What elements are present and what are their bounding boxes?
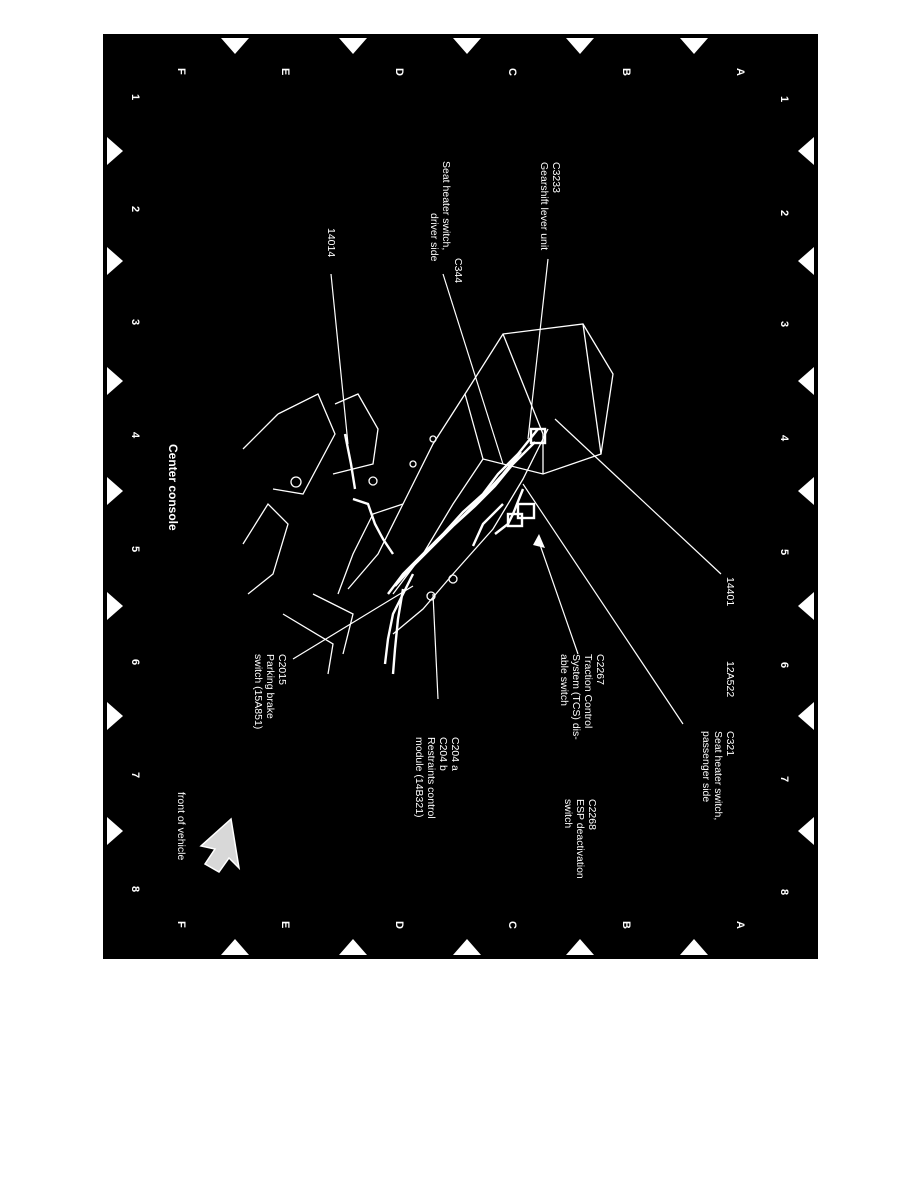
grid-number-top-5: 5 xyxy=(778,549,790,556)
grid-letter-bottom-a: A xyxy=(734,921,746,929)
callout-line: Seat heater switch, xyxy=(712,731,724,821)
grid-number-left-7: 7 xyxy=(129,772,141,779)
grid-letter-bottom-e: E xyxy=(279,921,291,929)
callout-line: switch (15A851) xyxy=(252,654,264,730)
grid-letter-bottom-f: F xyxy=(175,921,187,928)
callout-line: passenger side xyxy=(700,731,712,803)
grid-letter-top-f: F xyxy=(175,68,187,75)
callout-line: C321 xyxy=(724,731,736,757)
callout-line: System (TCS) dis- xyxy=(570,654,582,740)
grid-letter-top-e: E xyxy=(279,68,291,76)
grid-number-top-2: 2 xyxy=(778,210,790,217)
callout-line: switch xyxy=(562,799,574,829)
leader-lines xyxy=(292,258,722,725)
callout-line: C2267 xyxy=(594,654,606,685)
grid-number-top-1: 1 xyxy=(778,96,790,103)
callout-line: able switch xyxy=(558,654,570,706)
callout-14014: 14014 xyxy=(325,228,337,257)
callout-line: 14014 xyxy=(325,228,337,258)
grid-number-left-8: 8 xyxy=(129,886,141,893)
grid-letter-bottom-c: C xyxy=(506,921,518,929)
grid-letter-bottom-d: D xyxy=(393,921,405,929)
front-of-vehicle-label: front of vehicle xyxy=(175,792,187,861)
callout-line: C344 xyxy=(452,258,464,284)
callout-line: module (14B321) xyxy=(413,737,425,818)
front-arrow-icon xyxy=(199,817,241,873)
grid-number-left-1: 1 xyxy=(129,94,141,101)
grid-number-left-5: 5 xyxy=(129,546,141,553)
callout-c321: C321 Seat heater switch, passenger side xyxy=(700,731,736,820)
callout-line: C2015 xyxy=(276,654,288,685)
grid-number-top-3: 3 xyxy=(778,321,790,328)
callout-c2015: C2015 Parking brake switch (15A851) xyxy=(252,654,288,729)
callout-12a522: 12A522 xyxy=(724,661,736,697)
callout-line: C3233 xyxy=(550,162,562,193)
grid-number-left-6: 6 xyxy=(129,659,141,666)
border-markers xyxy=(107,38,814,955)
callout-line: C204 a xyxy=(449,737,461,771)
console-drawing xyxy=(107,38,814,955)
grid-number-left-4: 4 xyxy=(129,432,141,439)
grid-letter-top-c: C xyxy=(506,68,518,76)
callout-line: ESP deactivation xyxy=(574,799,586,879)
grid-number-top-8: 8 xyxy=(778,889,790,896)
callout-line: Restraints control xyxy=(425,737,437,819)
callout-c344: C344 Seat heater switch, driver side xyxy=(428,161,464,283)
callout-line: 12A522 xyxy=(724,661,736,698)
grid-number-top-4: 4 xyxy=(778,435,790,442)
callout-c2267: C2267 Traction Control System (TCS) dis-… xyxy=(558,654,606,740)
callout-line: driver side xyxy=(428,213,440,262)
grid-number-top-6: 6 xyxy=(778,662,790,669)
grid-letter-top-b: B xyxy=(620,68,632,76)
wiring-harness xyxy=(343,427,547,675)
grid-number-left-2: 2 xyxy=(129,206,141,213)
grid-number-left-3: 3 xyxy=(129,319,141,326)
grid-letter-bottom-b: B xyxy=(620,921,632,929)
callout-c3233: C3233 Gearshift lever unit xyxy=(538,162,562,250)
callout-c204: C204 a C204 b Restraints control module … xyxy=(413,737,461,819)
callout-line: 14401 xyxy=(724,577,736,607)
grid-letter-top-a: A xyxy=(734,68,746,76)
grid-number-top-7: 7 xyxy=(778,776,790,783)
callout-line: Gearshift lever unit xyxy=(538,162,550,251)
callout-line: Seat heater switch, xyxy=(440,161,452,251)
callout-14401: 14401 xyxy=(724,577,736,606)
callout-c2268: C2268 ESP deactivation switch xyxy=(562,799,598,879)
diagram-title: Center console xyxy=(166,444,180,531)
diagram-sheet: 1 2 3 4 5 6 7 8 1 2 3 4 5 6 7 8 A B C D … xyxy=(103,34,818,959)
callout-line: Traction Control xyxy=(582,654,594,729)
callout-line: C204 b xyxy=(437,737,449,771)
callout-line: C2268 xyxy=(586,799,598,830)
grid-letter-top-d: D xyxy=(393,68,405,76)
callout-line: Parking brake xyxy=(264,654,276,719)
console-outline xyxy=(242,323,614,675)
